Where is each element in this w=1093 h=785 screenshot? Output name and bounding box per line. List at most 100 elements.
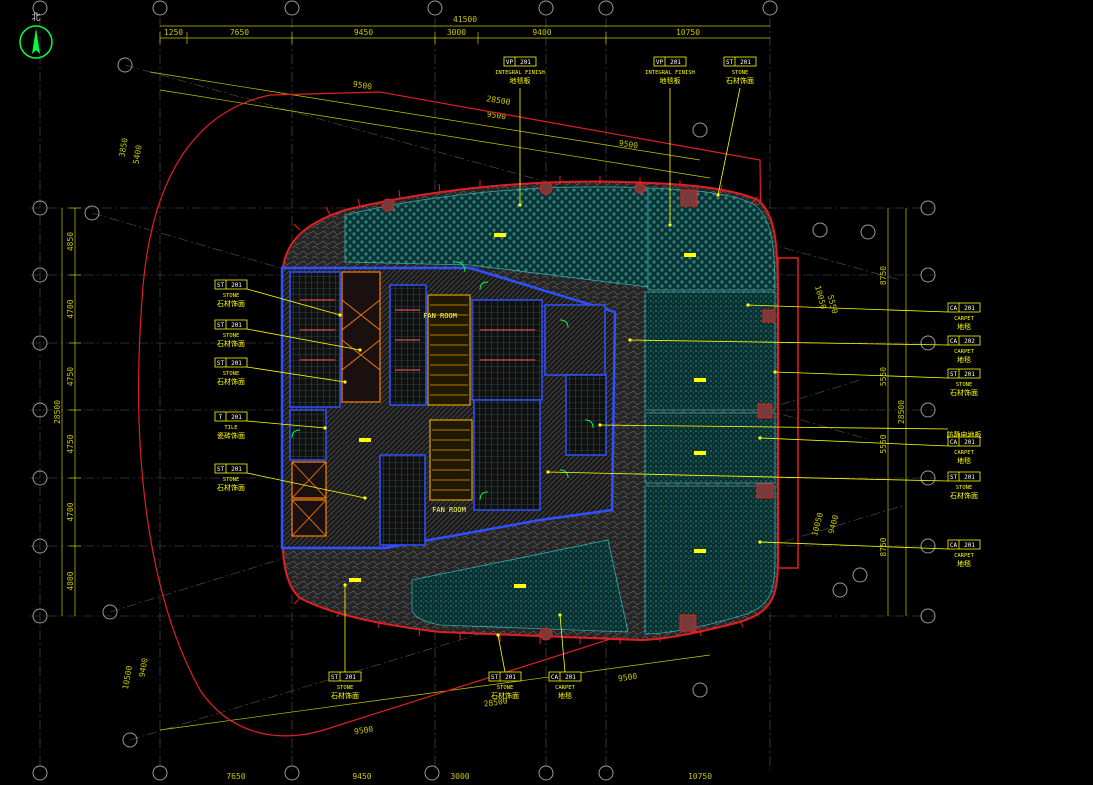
callout-leader bbox=[629, 339, 949, 346]
dim-right-segment: 8750 bbox=[879, 266, 888, 285]
grid-bubble bbox=[920, 470, 936, 486]
dim-line-skew-top-2 bbox=[159, 89, 711, 179]
north-label: 北 bbox=[31, 12, 40, 23]
callout-tag-box bbox=[214, 319, 248, 330]
callout-code-number: 201 bbox=[565, 674, 576, 681]
dim-skew-right-bottom: 9400 bbox=[827, 514, 841, 535]
callout-material-name-cn: 石材饰面 bbox=[217, 299, 245, 308]
dim-skew-bottom: 9500 bbox=[617, 672, 638, 684]
callout-code-prefix: CA bbox=[551, 674, 559, 681]
grid-bubble bbox=[860, 224, 876, 240]
callout-code-number: 201 bbox=[231, 360, 242, 367]
callout-material-name: STONE bbox=[223, 333, 240, 339]
callout-leader-dot bbox=[598, 423, 602, 427]
dim-overall-right: 28500 bbox=[897, 400, 906, 424]
callout-material-name: STONE bbox=[337, 685, 354, 691]
grid-bubble bbox=[692, 682, 708, 698]
facade-mullions bbox=[293, 176, 758, 644]
callout-material-name-cn: 地毯 bbox=[957, 355, 971, 364]
dim-bottom-segment: 7650 bbox=[226, 772, 245, 781]
grid-bubble bbox=[920, 267, 936, 283]
callout-code-prefix: ST bbox=[950, 474, 958, 481]
callout-material-name: STONE bbox=[956, 382, 973, 388]
material-callout[interactable]: 防静电地板 bbox=[598, 423, 982, 439]
callout-leader bbox=[559, 614, 566, 673]
grid-bubble bbox=[812, 222, 828, 238]
dim-left-segment: 4800 bbox=[66, 571, 75, 590]
dim-skew-left: 3850 bbox=[117, 137, 129, 158]
callout-tag-box bbox=[947, 471, 981, 482]
callout-material-name-cn: 石材饰面 bbox=[217, 339, 245, 348]
callout-code-prefix: CA bbox=[950, 439, 958, 446]
callout-tag-box bbox=[947, 335, 981, 346]
callout-leader-dot bbox=[758, 540, 762, 544]
dim-skew-bottom: 28500 bbox=[483, 696, 508, 708]
callout-leader-dot bbox=[343, 380, 347, 384]
callout-code-prefix: ST bbox=[217, 322, 225, 329]
callout-code-prefix: CA bbox=[950, 338, 958, 345]
callout-leader-dot bbox=[343, 583, 347, 587]
zone-tag-marker bbox=[494, 233, 506, 237]
grid-bubble bbox=[692, 122, 708, 138]
callout-code-prefix: ST bbox=[491, 674, 499, 681]
dim-left-segment: 4700 bbox=[66, 299, 75, 318]
dim-left-segment: 4750 bbox=[66, 367, 75, 386]
zone-tag-marker bbox=[694, 549, 706, 553]
north-arrow[interactable]: 北 bbox=[19, 12, 53, 59]
dim-line-skew-top bbox=[149, 71, 701, 161]
grid-bubble bbox=[284, 765, 300, 781]
dim-overall-top: 41500 bbox=[453, 15, 477, 24]
callout-material-name-cn: 地毯 bbox=[558, 691, 572, 700]
callout-material-name: TILE bbox=[224, 425, 237, 431]
callout-leader-dot bbox=[758, 436, 762, 440]
dim-top-segment: 7650 bbox=[230, 28, 249, 37]
callout-tag-box bbox=[214, 279, 248, 290]
dim-skew-left: 5400 bbox=[131, 144, 143, 165]
grid-bubble bbox=[32, 335, 48, 351]
grid-bubble bbox=[832, 582, 848, 598]
raised-floor-zone bbox=[644, 412, 776, 484]
callout-leader-dot bbox=[746, 303, 750, 307]
dim-line-skew-bottom bbox=[159, 654, 711, 731]
structural-columns bbox=[381, 181, 776, 641]
callout-tag-box bbox=[328, 671, 362, 682]
callout-code-prefix: CA bbox=[950, 542, 958, 549]
grid-bubble bbox=[152, 765, 168, 781]
callout-tag-box bbox=[947, 368, 981, 379]
building-core bbox=[280, 261, 617, 550]
grid-bubble bbox=[538, 0, 554, 16]
callout-code-number: 201 bbox=[964, 542, 975, 549]
dim-bottom-segment: 10750 bbox=[688, 772, 712, 781]
callout-tag-box bbox=[503, 56, 537, 67]
callout-tag-box bbox=[214, 411, 248, 422]
callout-code-number: 201 bbox=[505, 674, 516, 681]
dim-right-segment: 5550 bbox=[879, 434, 888, 453]
zone-tag-marker bbox=[684, 253, 696, 257]
callout-leader-dot bbox=[358, 348, 362, 352]
callout-tag-box bbox=[488, 671, 522, 682]
callout-leader bbox=[246, 420, 326, 429]
callout-material-name-cn: 石材饰面 bbox=[491, 691, 519, 700]
callout-code-number: 201 bbox=[964, 371, 975, 378]
grid-bubble bbox=[32, 402, 48, 418]
